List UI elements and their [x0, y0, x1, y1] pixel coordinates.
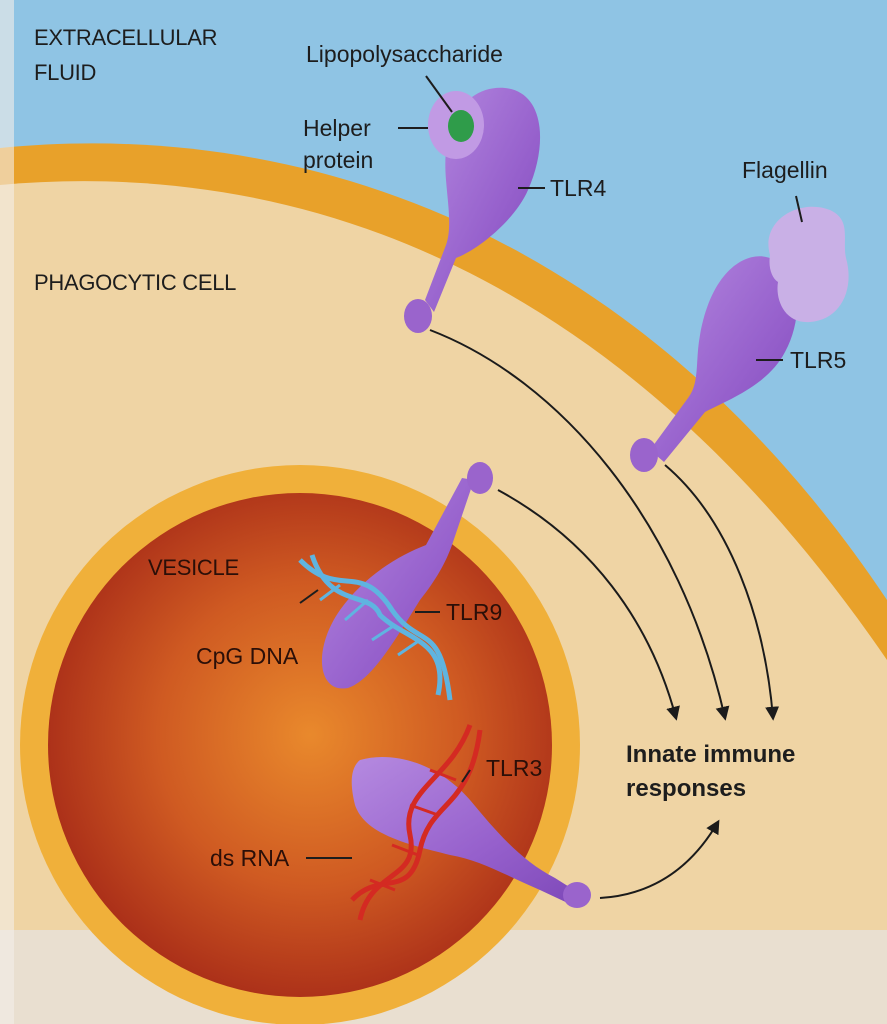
flagellin-molecule	[768, 206, 849, 323]
cpg-dna-helix	[298, 554, 453, 701]
label-extracellular-line1: EXTRACELLULAR	[34, 25, 217, 50]
arrow-tlr9-signal	[497, 489, 680, 721]
leader-lines	[299, 75, 803, 859]
label-tlr5: TLR5	[790, 347, 846, 373]
vesicle-lumen	[48, 493, 552, 997]
page-left-edge	[0, 0, 14, 1024]
arrow-tlr5-signal	[664, 464, 780, 721]
tlr5-receptor	[630, 256, 797, 472]
label-cpg-dna: CpG DNA	[196, 643, 299, 669]
tlr9-receptor	[321, 462, 493, 689]
label-innate-immune-line2: responses	[626, 775, 746, 802]
label-tlr4: TLR4	[550, 175, 606, 201]
label-tlr3: TLR3	[486, 755, 542, 781]
label-vesicle: VESICLE	[148, 555, 239, 580]
arrow-tlr3-signal	[599, 819, 720, 899]
ds-rna-helix	[350, 724, 483, 921]
label-phagocytic-cell: PHAGOCYTIC CELL	[34, 270, 236, 295]
label-extracellular-line2: FLUID	[34, 60, 96, 85]
tlr3-receptor	[351, 756, 591, 908]
label-tlr9: TLR9	[446, 599, 502, 625]
label-lipopolysaccharide: Lipopolysaccharide	[306, 41, 503, 67]
label-flagellin: Flagellin	[742, 157, 828, 183]
label-innate-immune-line1: Innate immune	[626, 741, 795, 768]
arrow-tlr4-signal	[429, 329, 730, 721]
label-helper-line2: protein	[303, 147, 373, 173]
lipopolysaccharide-molecule	[448, 110, 474, 142]
label-ds-rna: ds RNA	[210, 845, 290, 871]
label-helper-line1: Helper	[303, 115, 371, 141]
